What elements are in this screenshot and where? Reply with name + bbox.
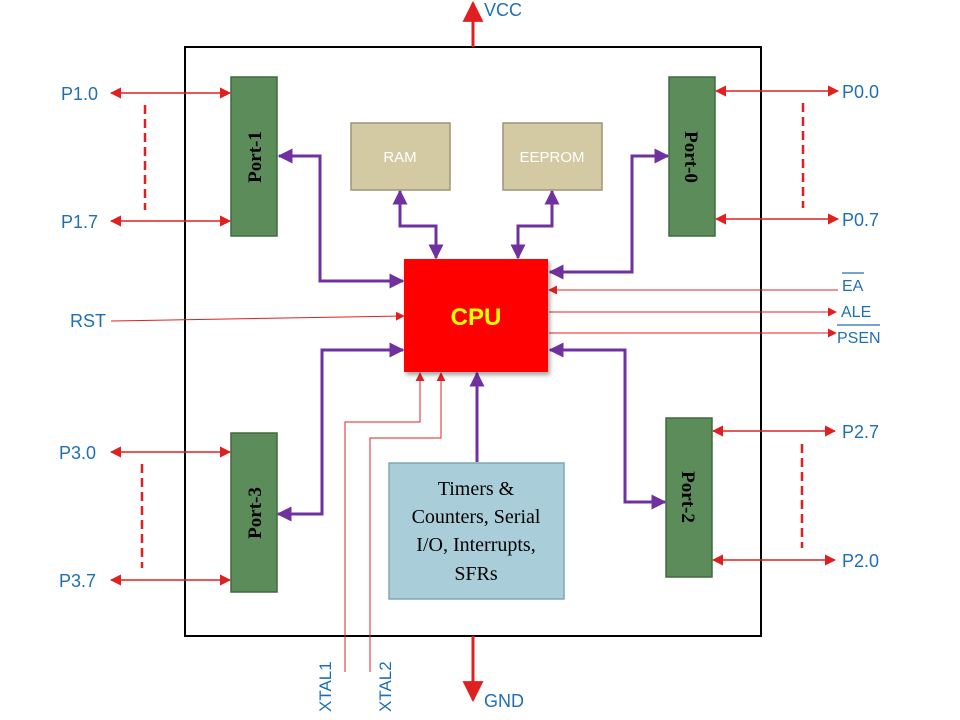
vcc-label: VCC (484, 0, 522, 20)
cpu-label: CPU (451, 304, 502, 331)
bus-port3-cpu (276, 342, 405, 522)
port0-block: Port-0 (668, 76, 716, 237)
pin-label-xtal1: XTAL1 (316, 661, 335, 712)
port3-block: Port-3 (230, 432, 278, 593)
bus-port1-cpu (277, 148, 405, 289)
eeprom-label: EEPROM (519, 149, 584, 166)
pin-label-xtal2: XTAL2 (376, 661, 395, 712)
xtal2-line (369, 372, 446, 672)
pin-label-rst: RST (70, 311, 106, 331)
port2-block: Port-2 (665, 417, 713, 578)
pin-label-psen: PSEN (837, 330, 881, 347)
pin-label-p2-7: P2.7 (842, 422, 879, 442)
port2-label: Port-2 (677, 471, 698, 523)
port3-label: Port-3 (245, 487, 266, 539)
pin-label-p1-7: P1.7 (61, 212, 98, 232)
pin-label-ea: EA (842, 278, 864, 295)
ram-label: RAM (383, 149, 416, 166)
bus-eeprom-cpu (510, 189, 560, 260)
peripherals-line-3: I/O, Interrupts, (416, 534, 535, 556)
peripherals-line-4: SFRs (454, 563, 498, 585)
peripherals-line-2: Counters, Serial (412, 506, 541, 528)
pin-label-p0-7: P0.7 (842, 210, 879, 230)
pin-label-p2-0: P2.0 (842, 551, 879, 571)
bus-ram-cpu (392, 189, 444, 260)
bus-port0-cpu (548, 148, 670, 280)
port1-block: Port-1 (230, 76, 278, 237)
peripherals-line-1: Timers & (438, 478, 515, 500)
pin-label-p1-0: P1.0 (61, 84, 98, 104)
port0-label: Port-0 (680, 131, 701, 183)
peripherals-block: Timers & Counters, Serial I/O, Interrupt… (388, 462, 565, 600)
pin-label-ale: ALE (841, 304, 871, 321)
pin-label-p3-7: P3.7 (59, 571, 96, 591)
eeprom-block: EEPROM (502, 122, 603, 191)
gnd-label: GND (484, 691, 524, 711)
bus-port2-cpu (548, 342, 667, 510)
cpu-block: CPU (404, 259, 548, 372)
pin-arrow-rst (110, 311, 405, 322)
pin-label-p3-0: P3.0 (59, 443, 96, 463)
ram-block: RAM (350, 122, 451, 191)
pin-label-p0-0: P0.0 (842, 82, 879, 102)
port1-label: Port-1 (245, 131, 266, 183)
